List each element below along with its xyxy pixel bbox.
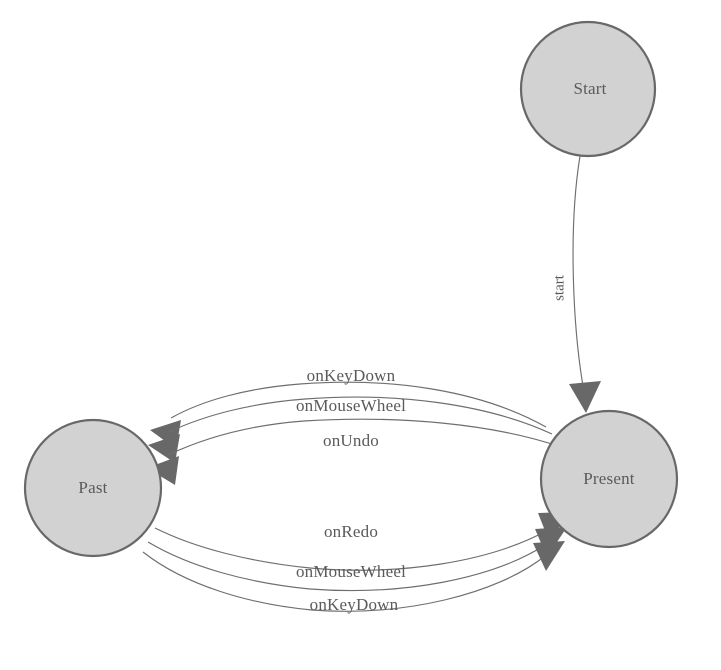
edge-path-start-present xyxy=(572,155,585,393)
edge-label-present-past-3: onUndo xyxy=(323,431,379,450)
edge-label-present-past-2: onMouseWheel xyxy=(296,396,406,415)
node-start-label: Start xyxy=(573,79,606,98)
node-past[interactable]: Past xyxy=(23,418,163,558)
arrowhead-start-present xyxy=(569,381,601,413)
edge-path-present-past-3 xyxy=(167,418,559,456)
arrowhead-present-past-3 xyxy=(147,456,179,485)
arrowhead-past-present-3 xyxy=(533,541,565,571)
edge-label-past-present-2: onMouseWheel xyxy=(296,562,406,581)
edge-label-start: start xyxy=(551,274,567,301)
edge-path-past-present-2 xyxy=(147,541,546,592)
edge-present-to-past-onundo[interactable]: onUndo xyxy=(147,418,559,485)
node-past-label: Past xyxy=(78,478,107,497)
edge-label-past-present-1: onRedo xyxy=(324,522,378,541)
node-start[interactable]: Start xyxy=(519,20,657,158)
node-present-circle xyxy=(539,409,679,549)
edge-label-present-past-1: onKeyDown xyxy=(307,366,396,385)
edge-present-to-past-onmousewheel[interactable]: onMouseWheel xyxy=(148,396,553,463)
edge-path-present-past-1 xyxy=(170,381,547,428)
node-present[interactable]: Present xyxy=(539,409,679,549)
edge-past-to-present-onkeydown[interactable]: onKeyDown xyxy=(142,541,565,614)
edge-path-present-past-2 xyxy=(168,396,553,435)
node-present-label: Present xyxy=(583,469,635,488)
edge-past-to-present-onmousewheel[interactable]: onMouseWheel xyxy=(147,527,567,592)
node-start-circle xyxy=(519,20,657,158)
edge-path-past-present-3 xyxy=(142,551,546,612)
edge-label-past-present-3: onKeyDown xyxy=(310,595,399,614)
edge-start-to-present[interactable]: start xyxy=(551,155,601,413)
arrowhead-present-past-2 xyxy=(148,434,180,463)
node-past-circle xyxy=(23,418,163,558)
edge-path-past-present-1 xyxy=(154,527,549,571)
